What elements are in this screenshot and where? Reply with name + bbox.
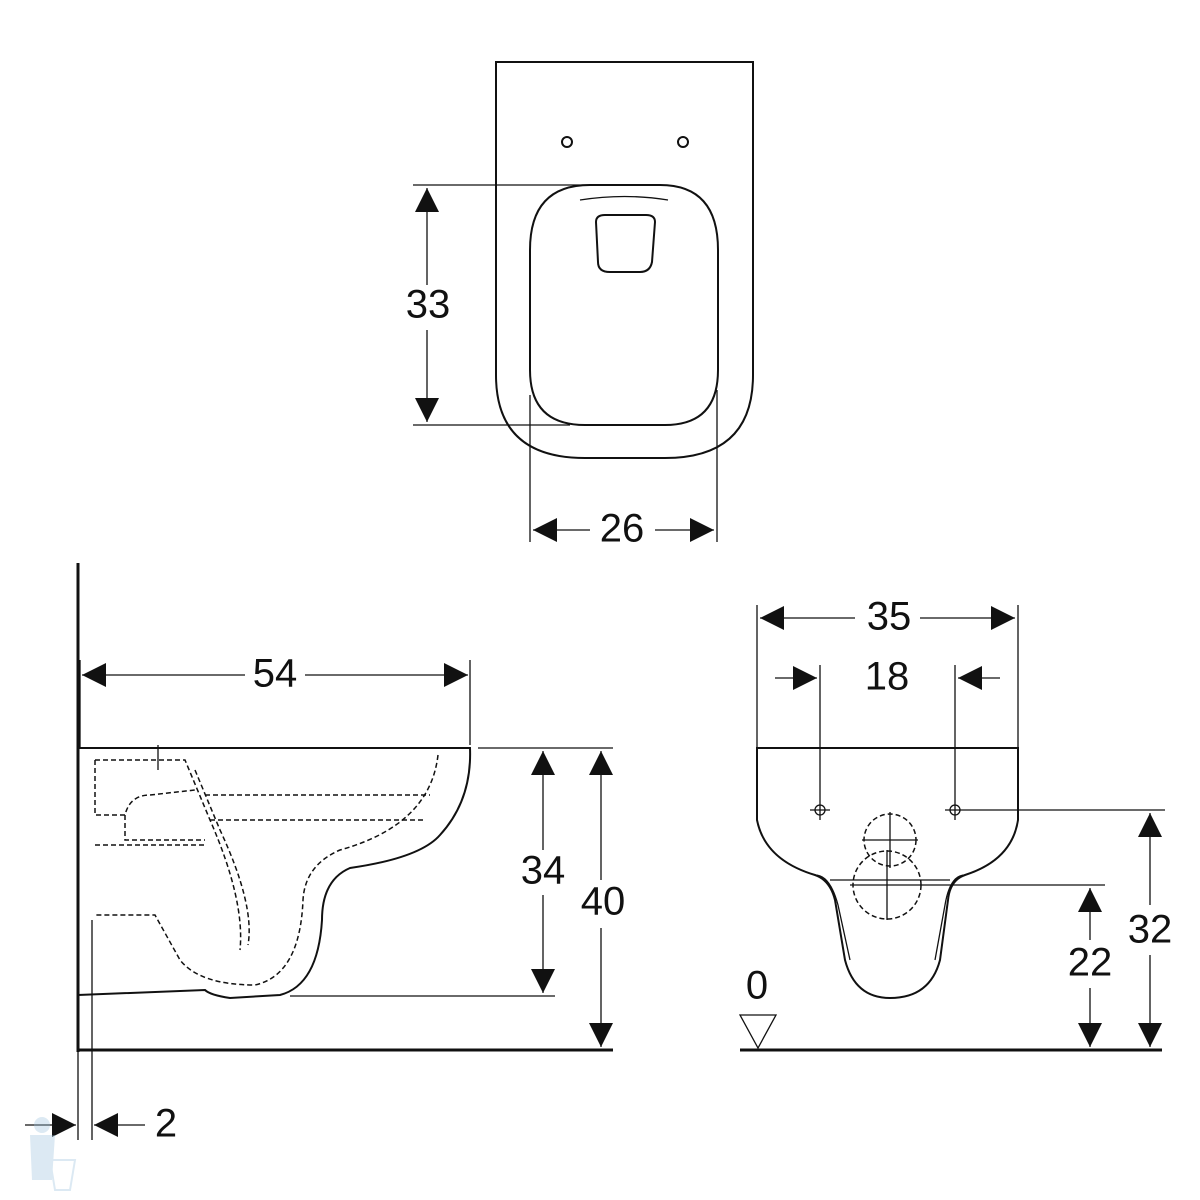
side-view: 54 34 40 2 <box>25 563 625 1146</box>
bowl-outline-side <box>77 747 472 1000</box>
dimension-wall-gap: 2 <box>155 1102 177 1146</box>
seat-lid-outline <box>529 184 719 426</box>
lid-handle <box>594 214 657 273</box>
floor-level-triangle-icon <box>738 1014 778 1050</box>
fixing-mark-left <box>810 800 830 820</box>
dimension-bowl-height: 34 <box>521 849 566 893</box>
dimension-seat-width: 26 <box>600 507 645 551</box>
dimension-drain-height: 22 <box>1068 941 1113 985</box>
floor-level-label: 0 <box>746 964 768 1008</box>
seat-hole-right <box>677 136 689 148</box>
seat-hole-left <box>561 136 573 148</box>
dimension-fixing-height: 32 <box>1128 908 1173 952</box>
bowl-outline-top <box>495 61 754 459</box>
dimension-width: 35 <box>867 595 912 639</box>
dimension-total-height: 40 <box>581 880 626 924</box>
bowl-outline-front <box>756 747 1019 1000</box>
plumber-watermark-icon <box>30 1117 77 1191</box>
dimension-length: 54 <box>253 652 298 696</box>
front-view: 35 18 32 22 0 <box>738 595 1173 1052</box>
top-view: 33 26 <box>406 61 754 551</box>
dimension-seat-depth: 33 <box>406 283 451 327</box>
fixing-mark-right <box>945 800 965 820</box>
dimension-fixing-distance: 18 <box>865 655 910 699</box>
